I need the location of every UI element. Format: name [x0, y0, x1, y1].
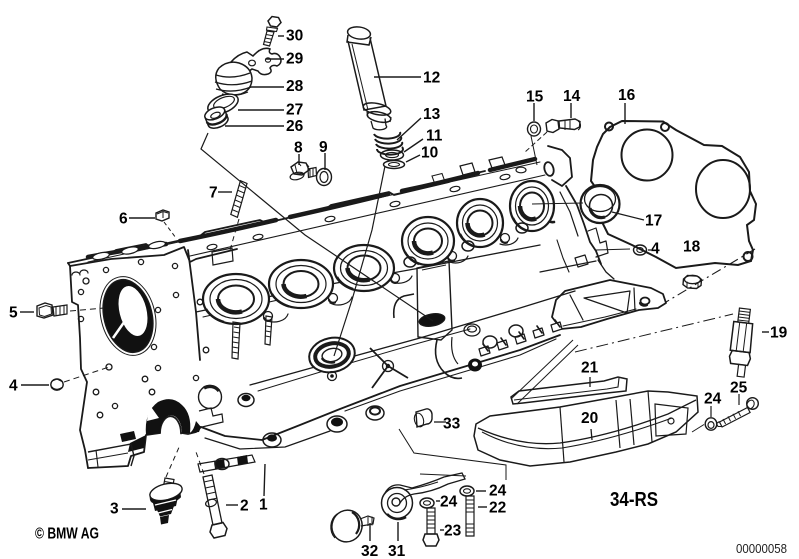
svg-text:31: 31 [388, 543, 406, 559]
svg-text:33: 33 [443, 416, 461, 433]
svg-text:27: 27 [286, 102, 303, 119]
svg-text:20: 20 [581, 410, 598, 427]
svg-text:29: 29 [286, 51, 304, 68]
svg-text:14: 14 [563, 88, 581, 105]
svg-text:30: 30 [286, 28, 303, 45]
svg-text:22: 22 [489, 500, 506, 517]
svg-text:16: 16 [618, 87, 636, 104]
svg-text:4: 4 [9, 378, 18, 395]
svg-text:9: 9 [319, 139, 328, 156]
svg-text:26: 26 [286, 118, 304, 135]
svg-text:24: 24 [704, 391, 722, 408]
svg-text:28: 28 [286, 78, 304, 95]
svg-text:19: 19 [770, 325, 788, 342]
svg-text:13: 13 [423, 106, 441, 123]
svg-text:11: 11 [426, 128, 443, 145]
svg-text:5: 5 [9, 305, 18, 322]
svg-text:25: 25 [730, 380, 748, 397]
svg-text:6: 6 [119, 211, 128, 228]
svg-text:15: 15 [526, 89, 544, 106]
svg-text:© BMW AG: © BMW AG [35, 526, 99, 543]
svg-text:18: 18 [683, 239, 701, 256]
svg-text:34-RS: 34-RS [610, 489, 658, 511]
svg-text:24: 24 [440, 494, 458, 511]
svg-text:12: 12 [423, 70, 440, 87]
svg-text:23: 23 [444, 523, 462, 540]
svg-text:1: 1 [259, 497, 268, 514]
svg-text:00000058: 00000058 [736, 542, 787, 556]
svg-text:3: 3 [110, 501, 119, 518]
svg-text:10: 10 [421, 145, 438, 162]
svg-text:2: 2 [240, 498, 249, 515]
svg-text:32: 32 [361, 543, 378, 559]
svg-text:4: 4 [651, 241, 660, 258]
svg-text:24: 24 [489, 483, 507, 500]
svg-text:7: 7 [209, 185, 218, 202]
svg-text:17: 17 [645, 213, 662, 230]
svg-text:8: 8 [294, 140, 303, 157]
svg-text:21: 21 [581, 360, 599, 377]
